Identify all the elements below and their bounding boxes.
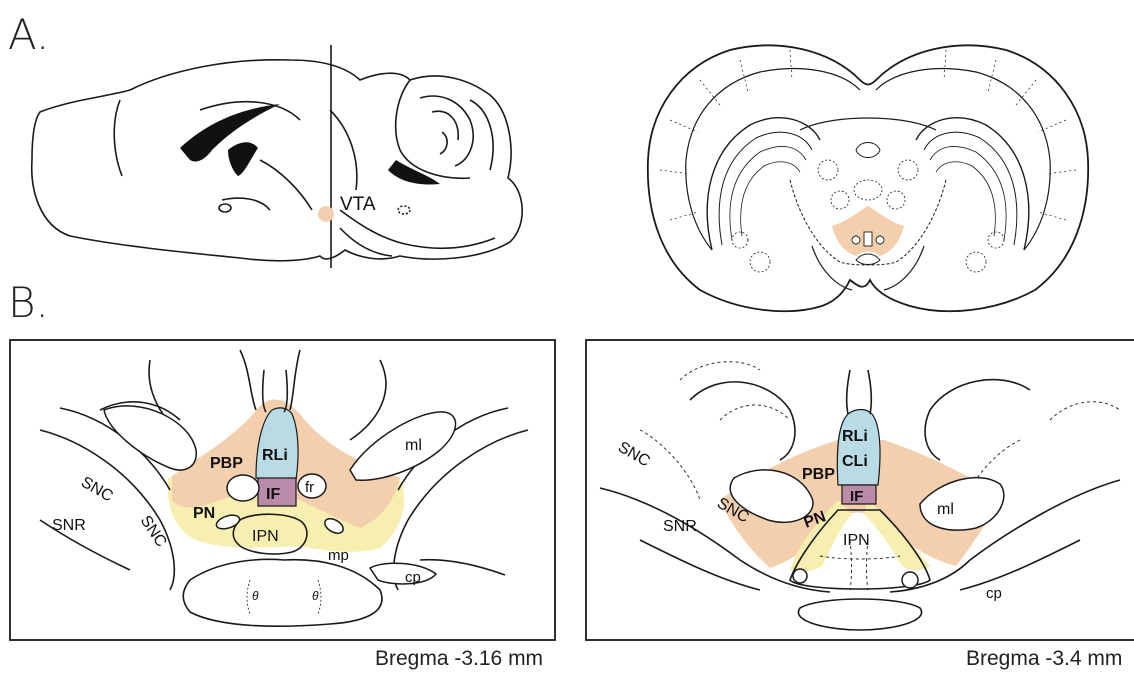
right-label-rli: RLi: [842, 428, 868, 445]
coronal-vta-region: [832, 206, 904, 256]
right-label-cp: cp: [986, 585, 1002, 602]
coronal-brain: [648, 45, 1088, 311]
left-tract-mark-1: θ: [252, 589, 259, 603]
caption-right: Bregma -3.4 mm: [966, 647, 1122, 671]
left-label-pbp: PBP: [210, 455, 243, 472]
right-rli-region: [837, 410, 880, 486]
vta-label: VTA: [340, 194, 376, 215]
left-label-mp: mp: [328, 547, 349, 564]
left-label-ipn: IPN: [252, 528, 279, 545]
right-label-snr: SNR: [663, 518, 697, 535]
lateral-ventricle: [180, 104, 440, 184]
right-label-ml: ml: [937, 501, 954, 518]
left-label-rli: RLi: [262, 447, 288, 464]
right-label-cli: CLi: [842, 453, 868, 470]
right-label-ipn: IPN: [843, 532, 870, 549]
left-label-cp: cp: [405, 569, 421, 586]
left-label-snr: SNR: [52, 517, 86, 534]
left-label-ml: ml: [405, 437, 422, 454]
right-label-if: IF: [850, 488, 863, 505]
left-label-pn: PN: [193, 505, 215, 522]
caption-left: Bregma -3.16 mm: [375, 647, 543, 671]
vta-location-marker: [318, 206, 334, 222]
sagittal-brain: [32, 60, 522, 261]
left-tract-mark-2: θ: [312, 589, 319, 603]
left-label-fr: fr: [305, 479, 314, 496]
right-label-pbp: PBP: [802, 466, 835, 483]
left-label-if: IF: [266, 486, 280, 503]
